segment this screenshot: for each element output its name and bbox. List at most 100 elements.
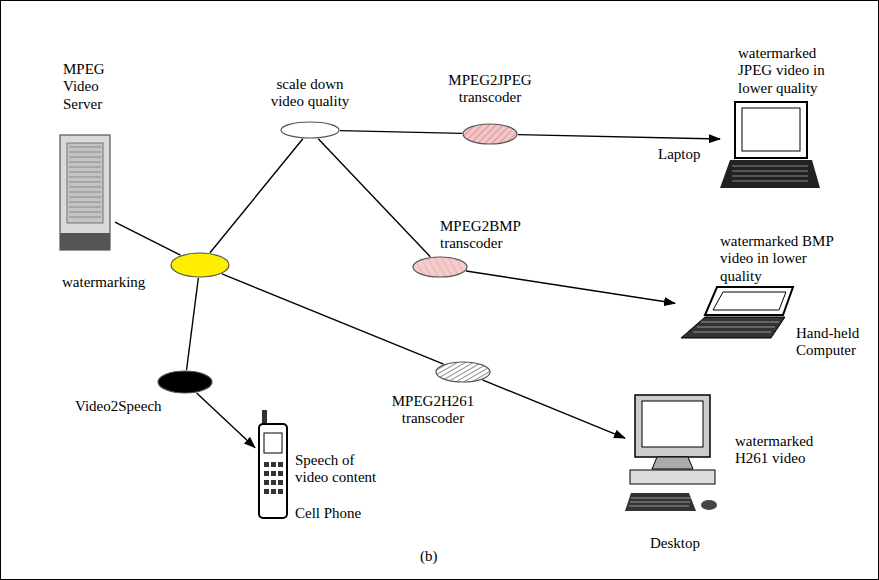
graphic-part (635, 395, 710, 457)
ellipse-shape (280, 121, 340, 139)
graphic-part (642, 401, 703, 447)
connector-line (115, 222, 180, 255)
graphic-part (271, 489, 276, 494)
graphic-part (630, 502, 690, 503)
graphic-part (463, 124, 517, 144)
node-label: watermarked JPEG video in lower quality (738, 45, 846, 97)
graphic-part (413, 257, 467, 277)
graphic-part (278, 480, 283, 485)
transcoder-ellipse: MPEG2BMP transcoder (412, 256, 468, 278)
node-label: Desktop (650, 535, 700, 552)
graphic-part (69, 177, 101, 178)
device-illustration (720, 100, 820, 190)
graphic-part (264, 480, 269, 485)
graphic-part (278, 462, 283, 467)
graphic-part (732, 166, 808, 167)
node-label: scale down video quality (262, 76, 358, 111)
connector-line (222, 274, 444, 364)
graphic-part (732, 176, 808, 177)
connector-arrow (482, 380, 625, 438)
graphic-part (681, 317, 785, 338)
ellipse-shape (170, 252, 230, 278)
graphic-part (69, 182, 101, 183)
graphic-part (60, 233, 110, 250)
ellipse-shape (412, 256, 468, 278)
graphic-part (259, 424, 287, 518)
node-label: Hand-held Computer (796, 325, 874, 360)
graphic-part (732, 181, 808, 182)
connector-arrow (197, 393, 255, 448)
device-illustration (625, 395, 720, 520)
graphic-part (278, 471, 283, 476)
graphic-part (69, 192, 101, 193)
node-label: MPEG Video Server (63, 61, 125, 113)
server-icon: MPEG Video Server (55, 135, 115, 250)
graphic-part (69, 207, 101, 208)
node-label: Video2Speech (75, 398, 162, 415)
device-illustration (255, 410, 292, 520)
graphic-part (281, 122, 339, 138)
graphic-part (264, 462, 269, 467)
graphic-part (735, 102, 807, 158)
handheld-icon: watermarked BMP video in lower qualityHa… (675, 285, 795, 340)
connector-line (210, 139, 303, 253)
graphic-part (69, 162, 101, 163)
graphic-part (69, 147, 101, 148)
process-ellipse: watermarking (170, 252, 230, 278)
graphic-part (720, 160, 820, 188)
graphic-part (264, 433, 282, 453)
transcoder-ellipse: MPEG2H261 transcoder (435, 361, 491, 383)
graphic-part (701, 500, 717, 510)
graphic-part (60, 135, 110, 250)
graphic-part (625, 493, 696, 511)
graphic-part (705, 287, 793, 315)
graphic-part (278, 489, 283, 494)
transcoder-ellipse: MPEG2JPEG transcoder (462, 123, 518, 145)
node-label: Cell Phone (295, 505, 361, 522)
laptop-icon: watermarked JPEG video in lower qualityL… (720, 100, 820, 190)
graphic-part (69, 217, 101, 218)
graphic-part (69, 152, 101, 153)
graphic-part (69, 212, 101, 213)
node-label: watermarked BMP video in lower quality (720, 233, 838, 285)
connector-line (187, 278, 199, 370)
node-label: MPEG2JPEG transcoder (440, 72, 540, 107)
connector-line (340, 131, 462, 134)
graphic-part (732, 171, 808, 172)
graphic-part (69, 197, 101, 198)
graphic-part (69, 172, 101, 173)
graphic-part (629, 506, 689, 507)
graphic-part (271, 480, 276, 485)
device-illustration (55, 135, 115, 250)
graphic-part (652, 457, 693, 469)
graphic-part (693, 332, 771, 333)
device-illustration (675, 285, 795, 340)
graphic-part (158, 371, 212, 393)
graphic-part (69, 187, 101, 188)
figure-caption: (b) (420, 548, 438, 565)
graphic-part (69, 202, 101, 203)
node-label: MPEG2H261 transcoder (378, 393, 488, 428)
graphic-part (264, 489, 269, 494)
cellphone-icon: Speech of video contentCell Phone (255, 410, 292, 520)
graphic-part (69, 167, 101, 168)
graphic-part (69, 157, 101, 158)
graphic-part (67, 143, 103, 223)
graphic-part (630, 470, 715, 484)
node-label: watermarked H261 video (735, 433, 847, 468)
connector-arrow (518, 135, 720, 139)
node-label: Speech of video content (295, 452, 391, 487)
graphic-part (742, 108, 800, 151)
node-label: watermarking (62, 274, 145, 291)
graphic-part (697, 327, 775, 328)
connector-line (318, 139, 430, 257)
graphic-part (436, 362, 490, 382)
desktop-icon: watermarked H261 videoDesktop (625, 395, 720, 520)
process-ellipse: scale down video quality (280, 121, 340, 139)
graphic-part (631, 498, 691, 499)
process-ellipse: Video2Speech (157, 370, 213, 394)
graphic-part (264, 471, 269, 476)
graphic-part (171, 253, 229, 277)
graphic-part (701, 322, 779, 323)
